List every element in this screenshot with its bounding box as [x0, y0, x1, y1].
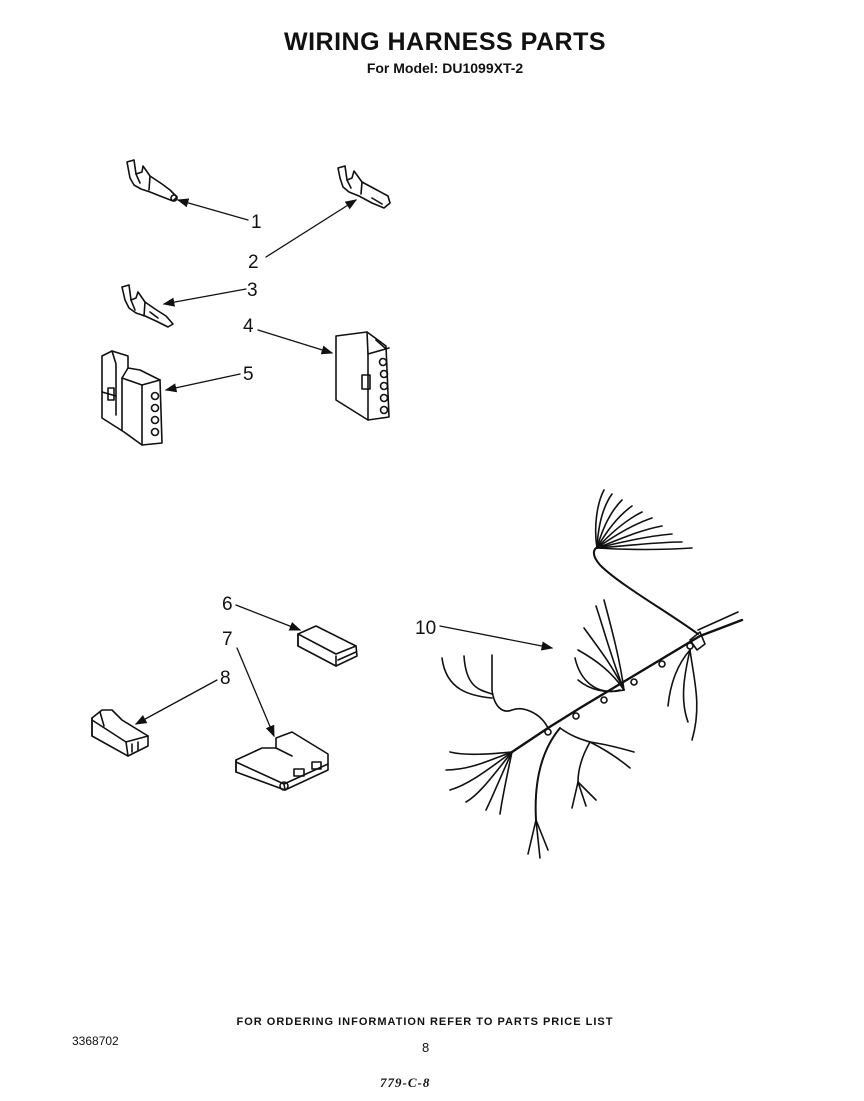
revision-code: 779-C-8: [380, 1075, 431, 1090]
part-3-terminal: [121, 284, 174, 328]
part-5-connector: [101, 350, 163, 446]
page-number: 8: [422, 1040, 430, 1055]
callout-7: 7: [222, 629, 233, 650]
callout-8: 8: [220, 668, 231, 689]
callout-5: 5: [243, 364, 254, 385]
model-subtitle: For Model: DU1099XT-2: [366, 60, 524, 76]
document-number: 3368702: [72, 1034, 119, 1048]
part-1-terminal: [126, 159, 178, 202]
part-10-wiring-harness: [441, 489, 744, 859]
callout-6: 6: [222, 594, 233, 615]
part-8-connector: [91, 709, 149, 757]
part-4-connector: [335, 331, 390, 421]
ordering-note: FOR ORDERING INFORMATION REFER TO PARTS …: [236, 1016, 614, 1028]
callout-numbers: 1 2 3 4 5 6 7 8 10: [220, 212, 436, 689]
callout-2: 2: [248, 252, 259, 273]
leader-lines: [134, 198, 554, 738]
callout-4: 4: [243, 316, 254, 337]
page-title: WIRING HARNESS PARTS: [283, 28, 607, 56]
part-7-connector: [235, 731, 329, 791]
callout-10: 10: [415, 618, 436, 639]
callout-3: 3: [247, 280, 258, 301]
part-2-terminal: [337, 165, 391, 209]
callout-1: 1: [251, 212, 262, 233]
part-6-connector: [297, 625, 358, 667]
